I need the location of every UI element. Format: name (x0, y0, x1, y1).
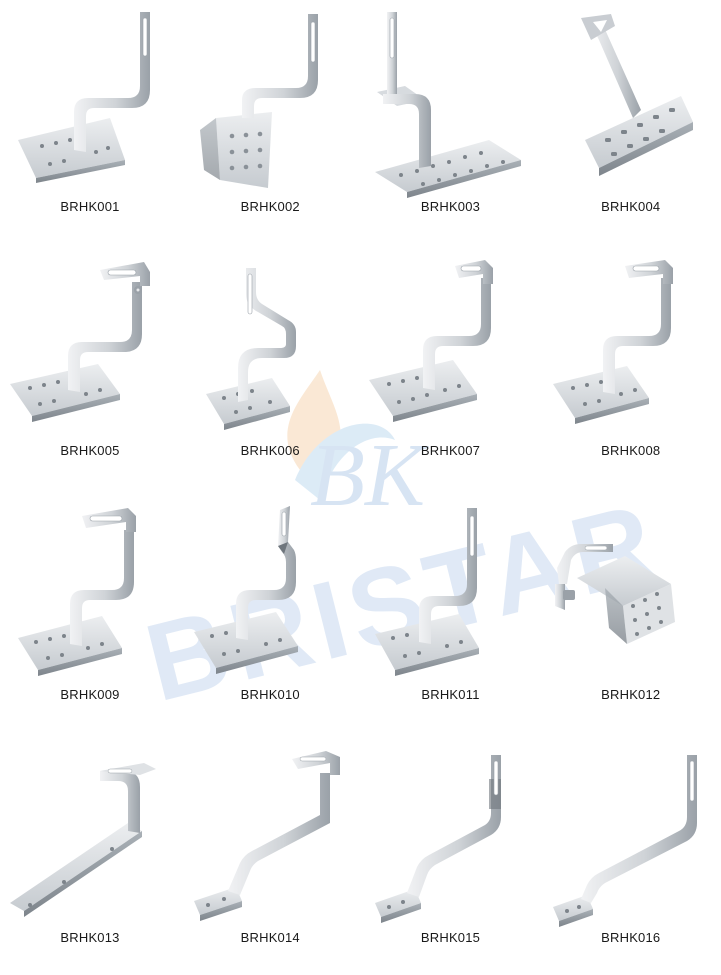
product-code: BRHK011 (421, 686, 480, 702)
roof-hook-icon (580, 14, 693, 176)
product-card[interactable]: BRHK016 (541, 731, 721, 975)
product-code: BRHK010 (240, 686, 300, 702)
product-card[interactable]: BRHK012 (541, 488, 721, 732)
product-card[interactable]: BRHK001 (0, 0, 180, 244)
product-card[interactable]: BRHK004 (541, 0, 721, 244)
product-card[interactable]: BRHK011 (361, 488, 541, 732)
product-code: BRHK008 (601, 442, 661, 458)
product-card[interactable]: BRHK007 (361, 244, 541, 488)
product-card[interactable]: BRHK003 (361, 0, 541, 244)
roof-hook-icon (552, 259, 673, 424)
roof-hook-icon (374, 507, 479, 676)
roof-hook-icon (18, 12, 150, 183)
roof-hook-icon (554, 543, 675, 644)
roof-hook-icon (194, 751, 341, 922)
roof-hook-icon (206, 267, 297, 430)
product-code: BRHK006 (240, 442, 300, 458)
roof-hook-icon (18, 507, 136, 676)
roof-hook-icon (194, 505, 299, 674)
product-card[interactable]: BRHK006 (180, 244, 360, 488)
product-card[interactable]: BRHK015 (361, 731, 541, 975)
roof-hook-icon (368, 259, 493, 422)
product-code: BRHK015 (420, 930, 481, 946)
product-code: BRHK012 (601, 686, 661, 702)
product-card[interactable]: BRHK002 (180, 0, 360, 244)
product-card[interactable]: BRHK008 (541, 244, 721, 488)
product-code: BRHK009 (60, 686, 120, 702)
roof-hook-icon (374, 755, 501, 924)
product-code: BRHK005 (60, 442, 120, 458)
product-code: BRHK001 (60, 199, 120, 214)
product-card[interactable]: BRHK005 (0, 244, 180, 488)
product-code: BRHK007 (420, 442, 481, 458)
roof-hook-icon (374, 12, 521, 198)
product-card[interactable]: BRHK013 (0, 731, 180, 975)
product-code: BRHK004 (601, 199, 661, 214)
product-code: BRHK002 (240, 199, 300, 214)
product-card[interactable]: BRHK014 (180, 731, 360, 975)
roof-hook-icon (10, 261, 150, 422)
product-card[interactable]: BRHK009 (0, 488, 180, 732)
product-code: BRHK014 (240, 930, 300, 946)
product-code: BRHK016 (601, 930, 661, 946)
roof-hook-icon (10, 763, 156, 918)
roof-hook-icon (200, 14, 319, 188)
product-code: BRHK003 (420, 199, 481, 214)
product-card[interactable]: BRHK010 (180, 488, 360, 732)
product-code: BRHK013 (60, 930, 120, 946)
roof-hook-icon (552, 755, 697, 928)
